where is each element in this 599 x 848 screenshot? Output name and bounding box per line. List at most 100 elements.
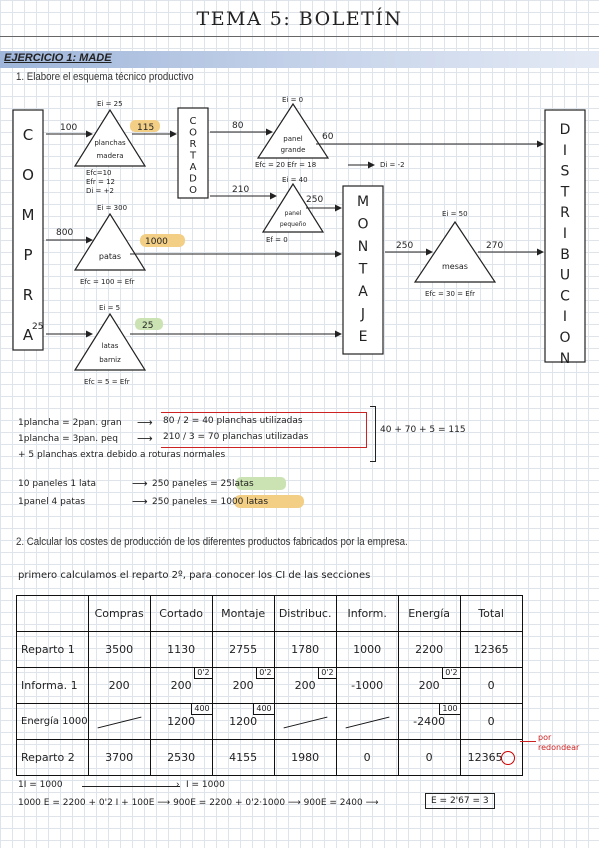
cell-value: 200 (232, 679, 254, 692)
note-1b: 80 / 2 = 40 planchas utilizadas (163, 416, 303, 426)
cell-value: 0 (487, 679, 495, 692)
cortado-letter: A (190, 162, 197, 173)
mesas-top: Ei = 50 (442, 210, 468, 218)
row-label: Energía 1000 (16, 703, 89, 740)
table-cell: 2530 (149, 739, 213, 776)
compra-letter: R (23, 286, 33, 304)
note-4b: 250 paneles = 25latas (152, 479, 254, 489)
calc-line1b: I = 1000 (186, 780, 225, 790)
cortado-box (177, 107, 209, 199)
table-row: Reparto 1 3500 1130 2755 1780 1000 2200 … (16, 631, 523, 668)
peq-label1: panel (285, 210, 302, 217)
cell-value: 0 (487, 715, 495, 728)
row-label: Informa. 1 (16, 667, 89, 704)
cell-coefficient: 0'2 (442, 668, 460, 679)
montaje-letter: N (358, 239, 368, 255)
distribucion-letter: U (560, 268, 570, 284)
distribucion-letter: S (561, 164, 570, 180)
distribucion-letter: O (559, 330, 570, 346)
triangle-mesas (413, 220, 497, 283)
flow-800: 800 (56, 228, 73, 238)
arrow-glyph-1: ⟶ (137, 416, 153, 429)
cortado-letter: R (190, 139, 197, 150)
distribucion-letter: R (560, 205, 570, 221)
montaje-letter: E (359, 329, 368, 345)
montaje-letter: T (358, 262, 368, 278)
highlight-1000 (140, 234, 185, 247)
compra-letter: O (22, 166, 34, 184)
distribucion-letter: C (560, 288, 570, 304)
cortado-letter: C (190, 116, 197, 127)
mesas-label: mesas (442, 262, 468, 271)
title-divider (0, 36, 599, 37)
highlight-115 (130, 120, 160, 132)
cell-value: 12365 (467, 750, 503, 764)
note-5b: 250 paneles = 1000 latas (152, 497, 269, 507)
triangle-panel-grande (256, 102, 330, 159)
cell-coefficient: 100 (439, 704, 460, 715)
cell-value: 200 (294, 679, 316, 692)
table-cell: 0 (459, 667, 523, 704)
triangle-planchas (73, 108, 147, 167)
calc-result: E = 2'67 = 3 (425, 793, 495, 809)
table-cell: 12365 (459, 631, 523, 668)
note-5a: 1panel 4 patas (18, 497, 86, 507)
table-header: Compras (87, 595, 151, 632)
compra-box (12, 109, 44, 351)
row-label: Reparto 1 (16, 631, 89, 668)
planchas-bottom1: Efc=10 (86, 169, 112, 177)
note-4a: 10 paneles 1 lata (18, 479, 97, 489)
flow-115: 115 (137, 123, 154, 133)
grande-top: Ei = 0 (282, 96, 303, 104)
highlight-25latas (236, 477, 286, 490)
flow-60: 60 (322, 132, 334, 142)
peq-label2: pequeño (280, 221, 307, 228)
cortado-letter: T (189, 151, 197, 162)
distribucion-letter: I (563, 226, 567, 242)
cell-coefficient: 0'2 (194, 668, 212, 679)
table-cell: 0 (335, 739, 399, 776)
montaje-letter: A (358, 284, 368, 300)
table-cell (335, 703, 399, 740)
row-label: Reparto 2 (16, 739, 89, 776)
table-cell (87, 703, 151, 740)
patas-label: patas (99, 252, 121, 261)
calc-line1a: 1I = 1000 (18, 780, 63, 790)
planchas-label2: madera (96, 152, 123, 160)
triangle-latas (73, 312, 147, 371)
distribucion-box (544, 109, 586, 363)
brace (370, 406, 376, 462)
distribucion-letter: T (560, 184, 570, 200)
latas-top: Ei = 5 (99, 304, 120, 312)
patas-bottom: Efc = 100 = Efr (80, 278, 135, 286)
distribucion-letter: B (560, 247, 570, 263)
red-arrow-line (520, 741, 536, 742)
table-cell (273, 703, 337, 740)
distribucion-letter: N (560, 351, 570, 367)
note-2b: 210 / 3 = 70 planchas utilizadas (163, 432, 309, 442)
cell-value: 1200 (229, 715, 258, 728)
triangle-patas (73, 212, 147, 271)
cell-slash (345, 716, 390, 728)
table-cell: 200 (87, 667, 151, 704)
table-cell: 3500 (87, 631, 151, 668)
planchas-bottom2: Efr = 12 (86, 178, 115, 186)
table-cell: 2200 (397, 631, 461, 668)
peq-top: Ei = 40 (282, 176, 308, 184)
montaje-letter: O (357, 217, 368, 233)
grande-label1: panel (283, 135, 302, 143)
flow-210: 210 (232, 185, 249, 195)
table-header: Cortado (149, 595, 213, 632)
cell-value: -1000 (351, 679, 384, 692)
note-3: + 5 planchas extra debido a roturas norm… (18, 450, 226, 460)
table-cell: 0 (397, 739, 461, 776)
highlight-1000latas (234, 495, 304, 508)
calc-intro: primero calculamos el reparto 2º, para c… (18, 570, 371, 581)
calc-arrow-head: › (176, 780, 180, 790)
